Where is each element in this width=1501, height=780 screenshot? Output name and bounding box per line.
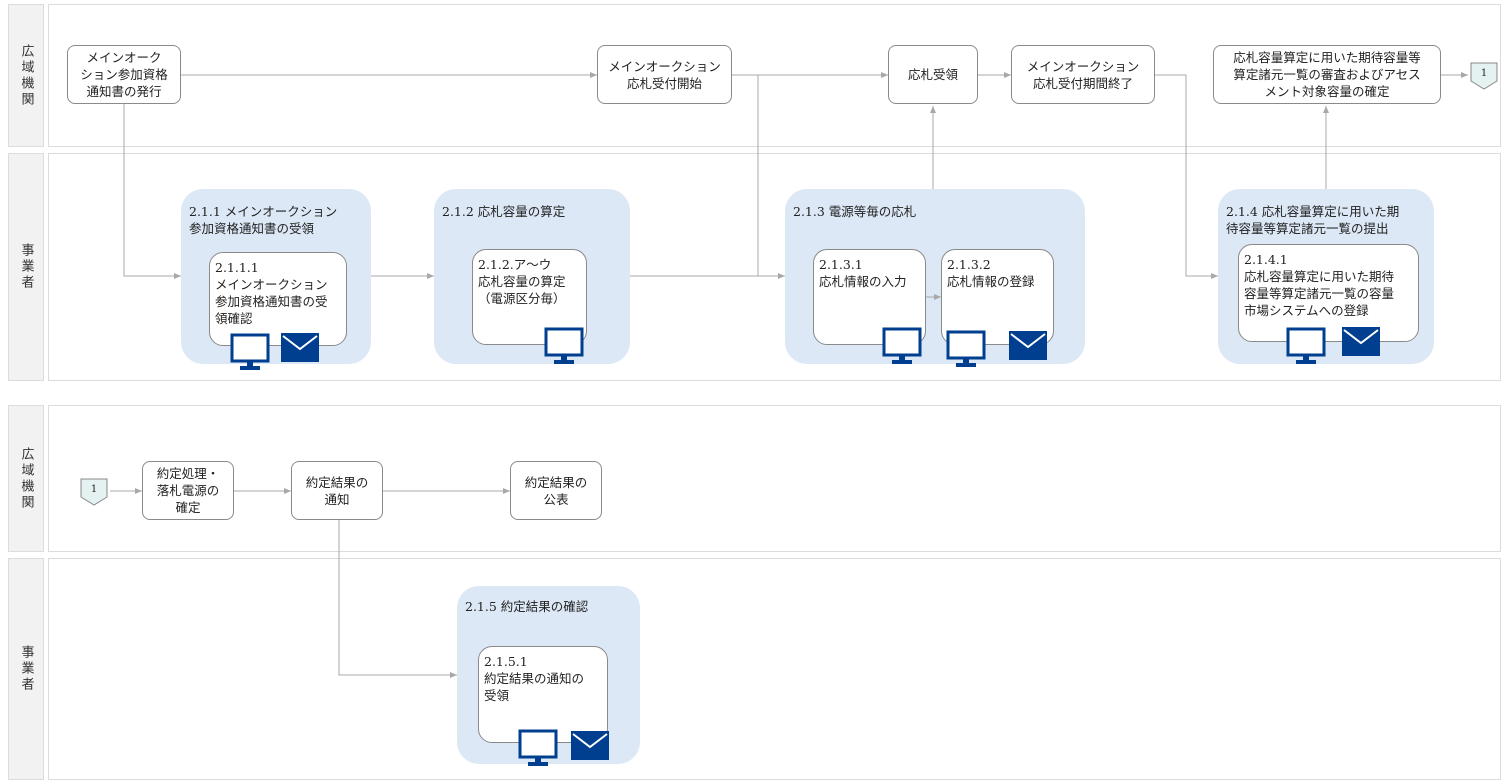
lane-label-kouiki-2: 広域機関	[8, 405, 44, 552]
group-title-2-1-3: 2.1.3 電源等毎の応札	[793, 204, 917, 219]
line-notice-to-215	[338, 520, 457, 678]
mail-icon	[571, 731, 609, 760]
node-contract-processing[interactable]: 約定処理・ 落札電源の 確定	[142, 461, 234, 520]
mail-icon	[1009, 331, 1047, 360]
node-issue-qualification[interactable]: メインオーク ション参加資格 通知書の発行	[67, 45, 181, 104]
node-contract-publish[interactable]: 約定結果の 公表	[510, 461, 602, 520]
computer-icon	[882, 327, 922, 364]
computer-icon	[544, 327, 584, 364]
mail-icon	[281, 333, 319, 362]
line-issue-to-2111	[123, 104, 181, 279]
group-title-2-1-4: 2.1.4 応札容量算定に用いた期 待容量等算定諸元一覧の提出	[1226, 204, 1400, 236]
computer-icon	[1286, 327, 1326, 364]
task-2-1-1-1[interactable]: 2.1.1.1 メインオークション 参加資格通知書の受 領確認	[209, 252, 347, 346]
offpage-connector-1-in: 1	[80, 478, 108, 506]
lane-kouiki-2	[48, 405, 1501, 552]
lane-label-jigyosha-2: 事業者	[8, 558, 44, 780]
lane-jigyosha-2	[48, 558, 1501, 780]
task-2-1-4-1[interactable]: 2.1.4.1 応札容量算定に用いた期待 容量等算定諸元一覧の容量 市場システム…	[1238, 244, 1419, 342]
task-2-1-5-1[interactable]: 2.1.5.1 約定結果の通知の 受領	[478, 646, 608, 743]
computer-icon	[230, 333, 270, 370]
node-accept-start[interactable]: メインオークション 応札受付開始	[597, 45, 732, 104]
node-review-confirm[interactable]: 応札容量算定に用いた期待容量等 算定諸元一覧の審査およびアセス メント対象容量の…	[1213, 45, 1441, 104]
group-title-2-1-1: 2.1.1 メインオークション 参加資格通知書の受領	[189, 204, 338, 236]
group-title-2-1-2: 2.1.2 応札容量の算定	[442, 204, 566, 219]
node-contract-notice[interactable]: 約定結果の 通知	[291, 461, 383, 520]
offpage-connector-1-out: 1	[1470, 62, 1498, 90]
group-title-2-1-5: 2.1.5 約定結果の確認	[465, 599, 589, 614]
mail-icon	[1342, 327, 1380, 356]
node-accept-end[interactable]: メインオークション 応札受付期間終了	[1011, 45, 1155, 104]
lane-label-jigyosha-1: 事業者	[8, 153, 44, 381]
lane-label-kouiki-1: 広域機関	[8, 4, 44, 147]
node-receive-bid[interactable]: 応札受領	[888, 45, 978, 104]
computer-icon	[946, 330, 986, 367]
computer-icon	[518, 729, 558, 766]
task-2-1-3-2[interactable]: 2.1.3.2 応札情報の登録	[941, 249, 1054, 345]
line-accept-end-to-214	[1155, 74, 1218, 279]
